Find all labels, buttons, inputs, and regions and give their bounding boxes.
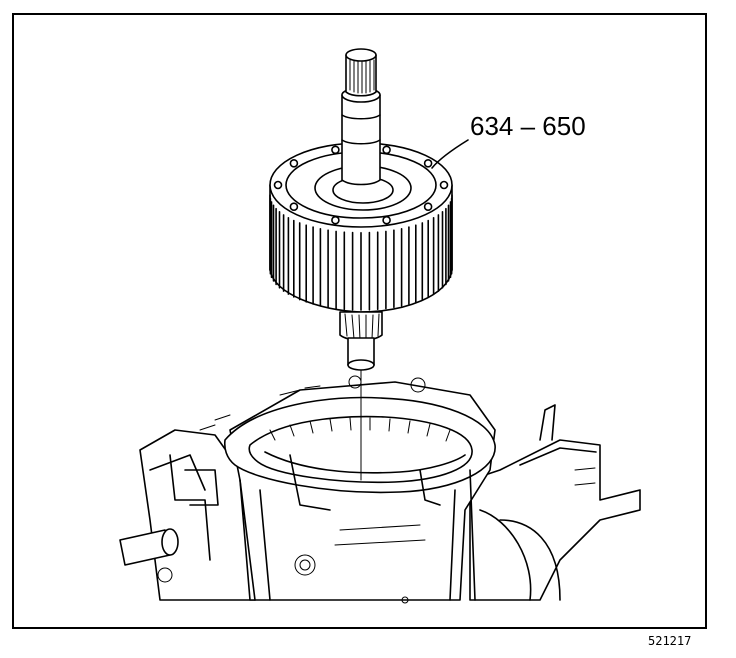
figure-number: 521217 bbox=[648, 634, 691, 648]
drum-hole bbox=[331, 145, 340, 155]
drum-hole bbox=[289, 159, 299, 168]
drum-hole bbox=[289, 202, 299, 211]
drum-hole bbox=[331, 215, 340, 225]
drum-assembly bbox=[269, 48, 453, 481]
drum-hole bbox=[423, 202, 433, 211]
drum-holes bbox=[273, 145, 449, 225]
drum-teeth bbox=[269, 194, 453, 311]
callout-label: 634 – 650 bbox=[470, 111, 586, 141]
drum-hole bbox=[382, 215, 391, 225]
transmission-case bbox=[119, 375, 641, 604]
figure-frame bbox=[12, 13, 707, 629]
drum-hole bbox=[439, 180, 449, 190]
drum-hole bbox=[382, 145, 391, 155]
callout-leader bbox=[431, 139, 469, 169]
drum-hole bbox=[273, 180, 283, 190]
drum-hole bbox=[423, 159, 433, 168]
